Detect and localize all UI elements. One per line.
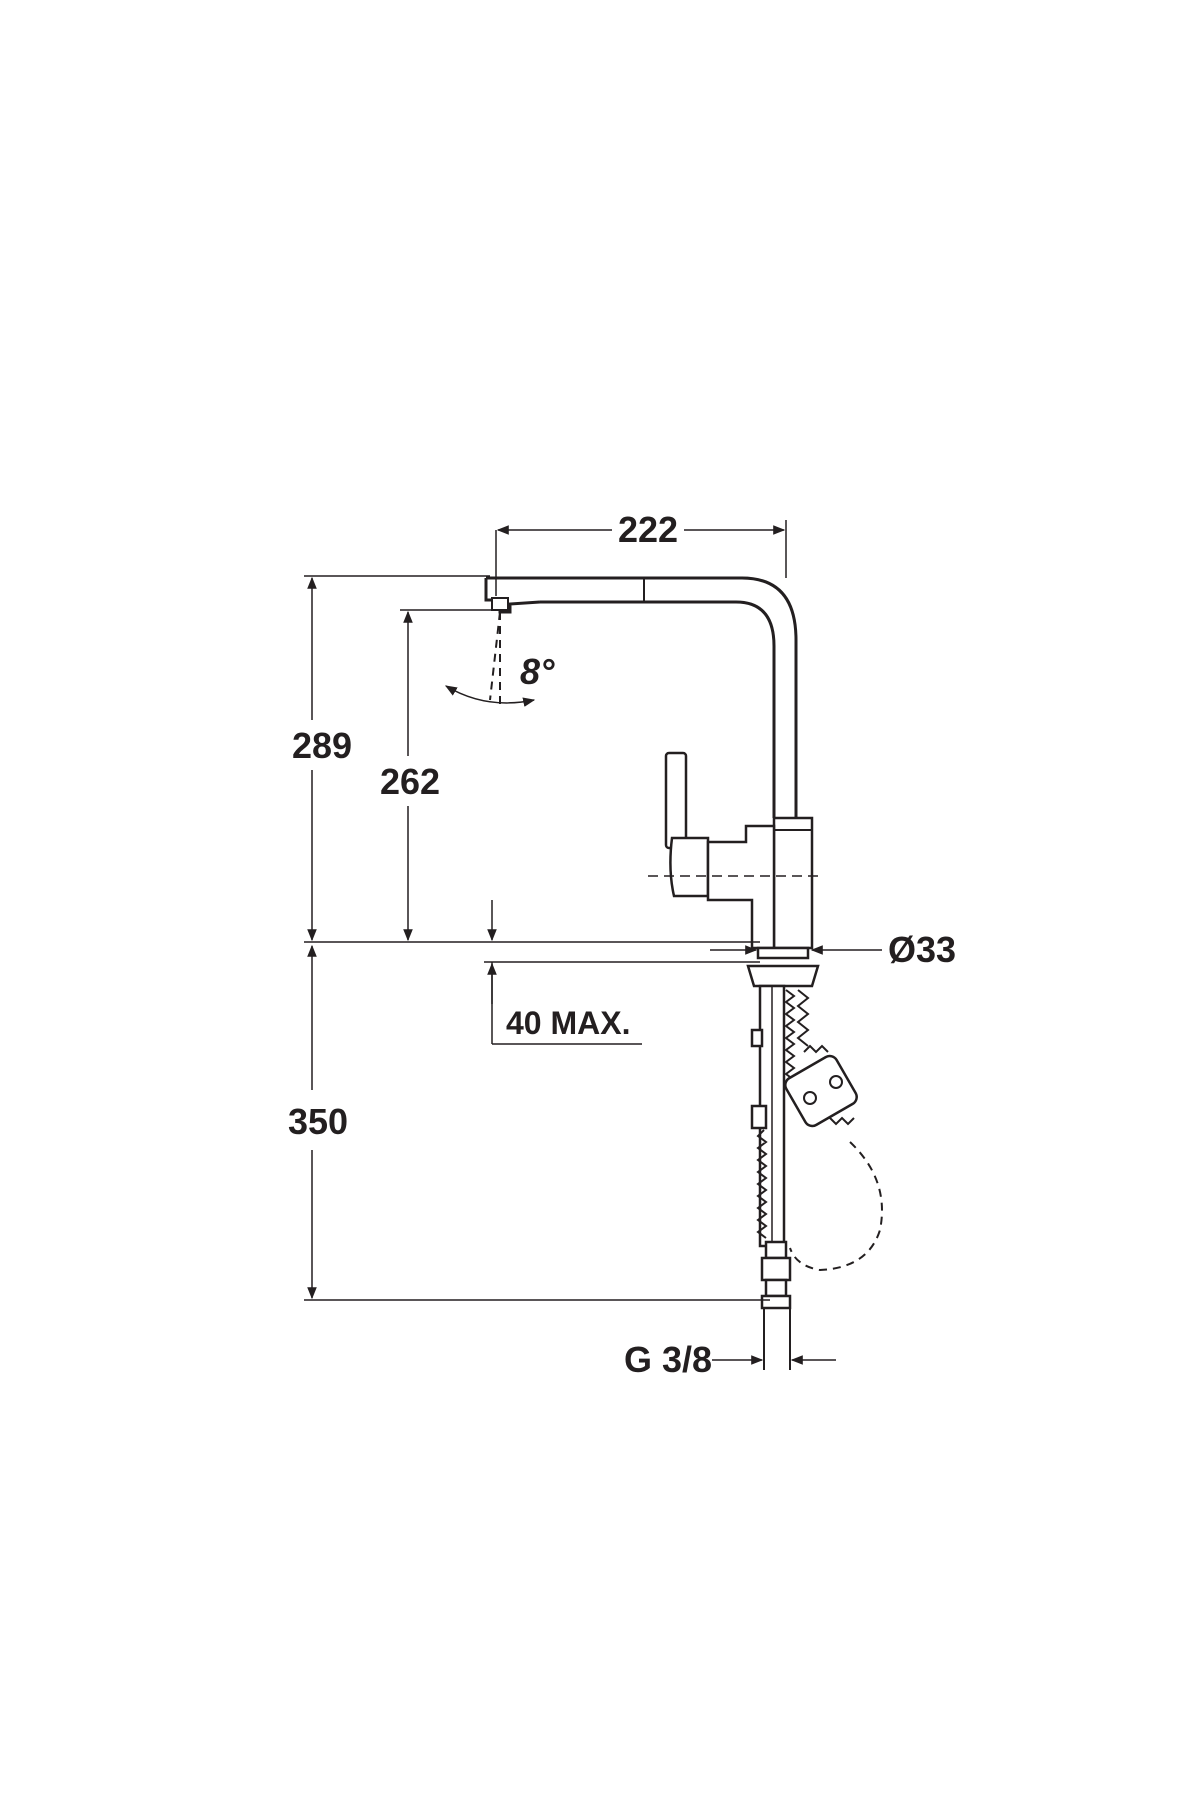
dimension-total-height: 289	[292, 575, 490, 942]
hole-diameter-label: Ø33	[888, 929, 956, 970]
dimension-below-deck: 350	[288, 944, 770, 1301]
below-deck-label: 350	[288, 1101, 348, 1142]
counterweight	[784, 1044, 858, 1128]
swivel-angle-indicator: 8°	[444, 611, 555, 707]
dimension-hole-diameter: Ø33	[710, 929, 956, 970]
below-deck-assembly	[746, 964, 883, 1370]
connection-thread-label: G 3/8	[624, 1339, 712, 1380]
swivel-angle-label: 8°	[520, 651, 555, 692]
faucet-body	[484, 576, 824, 960]
dimension-deck-thickness: 40 MAX.	[487, 900, 642, 1045]
reach-label: 222	[618, 509, 678, 550]
dimension-connection-thread: G 3/8	[624, 1339, 836, 1380]
spout-height-label: 262	[380, 761, 440, 802]
dimension-spout-height: 262	[380, 609, 496, 942]
dimension-reach: 222	[495, 509, 787, 596]
deck-thickness-label: 40 MAX.	[506, 1005, 630, 1041]
total-height-label: 289	[292, 725, 352, 766]
